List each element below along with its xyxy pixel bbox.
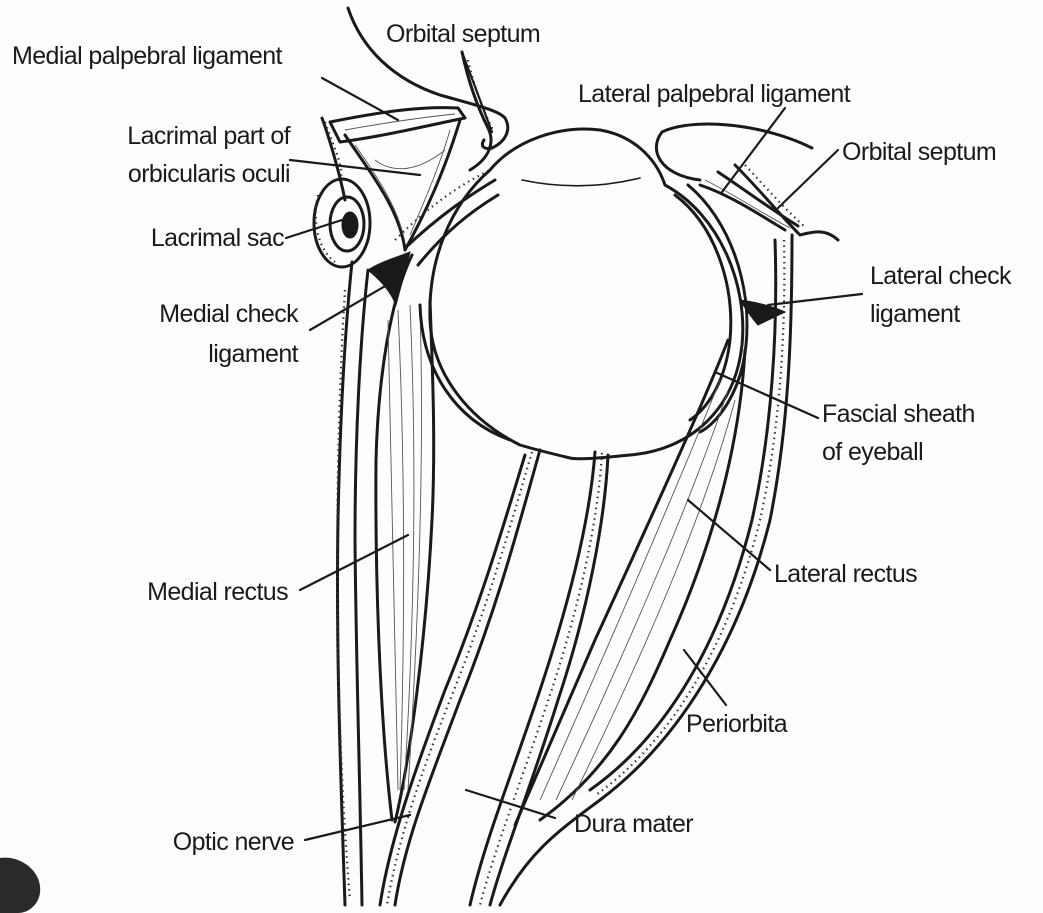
lateral-rectus-shape	[515, 340, 745, 825]
label-dura-mater: Dura mater	[574, 808, 693, 840]
lacrimal-sac-lumen	[342, 212, 358, 238]
label-lacrimal-part-line2: orbicularis oculi	[40, 158, 290, 190]
label-fascial-sheath-line2: of eyeball	[822, 436, 923, 468]
leader-dura-mater	[466, 790, 555, 818]
leader-lateral-palpebral	[722, 108, 785, 192]
lateral-orbital-septum-shape	[735, 165, 838, 240]
leader-lacrimal-part	[290, 160, 420, 175]
label-orbital-septum-lateral: Orbital septum	[842, 136, 996, 168]
leader-lateral-check	[768, 294, 862, 305]
label-orbital-septum-medial: Orbital septum	[386, 18, 540, 50]
label-lateral-palpebral-ligament: Lateral palpebral ligament	[578, 78, 850, 110]
label-periorbita: Periorbita	[686, 708, 787, 740]
medial-palpebral-ligament-shape	[330, 108, 465, 142]
leader-lateral-rectus	[688, 500, 770, 570]
label-medial-palpebral-ligament: Medial palpebral ligament	[12, 40, 282, 72]
label-medial-check-line1: Medial check	[40, 298, 298, 330]
label-lateral-rectus: Lateral rectus	[774, 558, 917, 590]
label-lacrimal-sac: Lacrimal sac	[40, 222, 284, 254]
label-lateral-check-line2: ligament	[870, 298, 960, 330]
label-medial-check-line2: ligament	[40, 338, 298, 370]
leader-orbital-septum-medial	[462, 52, 492, 132]
medial-orbital-septum-shape	[462, 52, 491, 170]
label-lacrimal-part-line1: Lacrimal part of	[40, 120, 290, 152]
leader-medial-check	[310, 282, 392, 330]
label-fascial-sheath-line1: Fascial sheath	[822, 398, 975, 430]
label-optic-nerve: Optic nerve	[40, 826, 294, 858]
lateral-eyelid-contour	[656, 124, 812, 180]
leader-orbital-septum-lateral	[778, 150, 838, 208]
label-lateral-check-line1: Lateral check	[870, 260, 1011, 292]
leader-medial-palpebral	[322, 78, 398, 120]
label-medial-rectus: Medial rectus	[40, 576, 288, 608]
page-corner-blot	[0, 858, 40, 913]
